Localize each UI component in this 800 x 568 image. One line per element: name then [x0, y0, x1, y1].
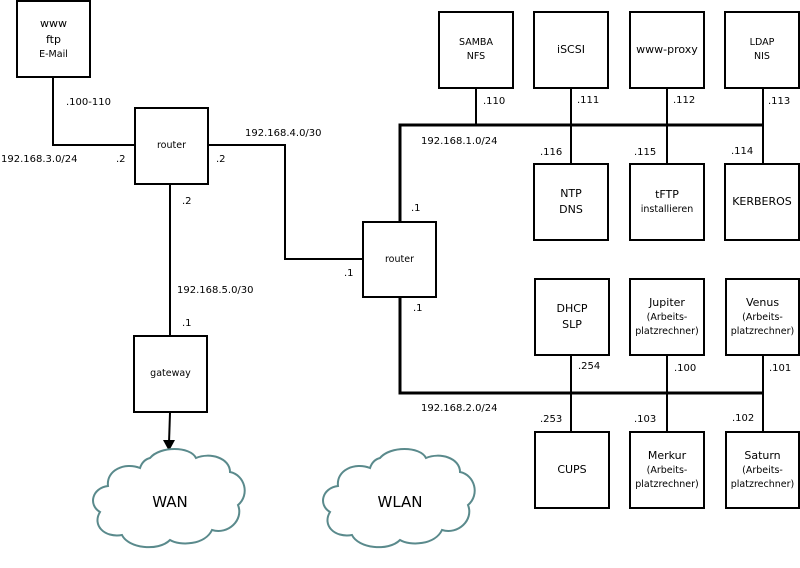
address-router-center-net1: .1 — [411, 203, 421, 214]
address-router-center-net2: .1 — [413, 303, 423, 314]
address-router-center-net4: .1 — [344, 268, 354, 279]
dhcp-node[interactable]: DHCP SLP — [534, 278, 610, 356]
node-line: SLP — [562, 318, 582, 331]
address-router-left-net4: .2 — [216, 154, 226, 165]
saturn-node[interactable]: Saturn (Arbeits- platzrechner) — [725, 431, 800, 509]
node-line: DHCP — [556, 302, 588, 315]
node-line: www-proxy — [636, 43, 698, 56]
venus-node[interactable]: Venus (Arbeits- platzrechner) — [725, 278, 800, 356]
kerberos-node[interactable]: KERBEROS — [724, 163, 800, 241]
wlan-cloud-icon — [322, 448, 476, 549]
address-dmz-range: .100-110 — [66, 97, 111, 108]
link-router-router — [207, 144, 363, 260]
wan-label: WAN — [152, 493, 188, 511]
node-line: CUPS — [557, 463, 587, 476]
node-line: iSCSI — [557, 43, 585, 56]
node-line: platzrechner) — [730, 326, 795, 337]
address-cups: .253 — [540, 414, 563, 425]
node-line: E-Mail — [39, 49, 68, 60]
samba-node[interactable]: SAMBA NFS — [438, 11, 514, 89]
address-venus: .101 — [769, 363, 792, 374]
node-line: www — [40, 17, 67, 30]
wlan-label: WLAN — [377, 493, 423, 511]
merkur-node[interactable]: Merkur (Arbeits- platzrechner) — [629, 431, 705, 509]
address-gateway-net5: .1 — [182, 318, 192, 329]
address-iscsi: .111 — [577, 95, 600, 106]
node-line: KERBEROS — [732, 195, 792, 208]
www-proxy-node[interactable]: www-proxy — [629, 11, 705, 89]
net1-backbone — [398, 123, 764, 222]
node-line: NIS — [754, 51, 770, 62]
ldap-node[interactable]: LDAP NIS — [724, 11, 800, 89]
node-line: (Arbeits- — [742, 312, 783, 323]
dmz-server-node[interactable]: www ftp E-Mail — [16, 0, 91, 78]
router-center-node[interactable]: router — [362, 221, 437, 298]
node-label: router — [384, 253, 414, 265]
wan-cloud-icon — [92, 448, 246, 549]
iscsi-node[interactable]: iSCSI — [533, 11, 609, 89]
address-jupiter: .100 — [674, 363, 697, 374]
net2-backbone — [398, 297, 764, 395]
network-label-net3: 192.168.3.0/24 — [1, 154, 78, 165]
network-label-net5: 192.168.5.0/30 — [177, 285, 254, 296]
address-ldap: .113 — [768, 96, 791, 107]
node-line: tFTP — [655, 188, 679, 201]
address-kerberos: .114 — [731, 146, 754, 157]
cups-node[interactable]: CUPS — [534, 431, 610, 509]
address-samba: .110 — [483, 96, 506, 107]
node-line: platzrechner) — [730, 479, 795, 490]
link-dmz-router — [52, 77, 136, 146]
node-line: Jupiter — [649, 296, 685, 309]
router-left-node[interactable]: router — [134, 107, 209, 185]
address-dhcp: .254 — [578, 361, 601, 372]
jupiter-node[interactable]: Jupiter (Arbeits- platzrechner) — [629, 278, 705, 356]
node-line: DNS — [559, 203, 583, 216]
address-merkur: .103 — [634, 414, 657, 425]
node-line: NTP — [560, 187, 582, 200]
link-gateway-wan — [168, 412, 171, 444]
arrow-head-icon — [163, 440, 175, 451]
node-line: Saturn — [744, 449, 781, 462]
address-router-left-net5: .2 — [182, 196, 192, 207]
node-line: ftp — [46, 33, 61, 46]
address-www-proxy: .112 — [673, 95, 696, 106]
address-router-left-net3: .2 — [116, 154, 126, 165]
ntp-node[interactable]: NTP DNS — [533, 163, 609, 241]
node-label: router — [156, 140, 186, 151]
node-line: installieren — [640, 204, 694, 215]
node-line: platzrechner) — [635, 479, 699, 490]
node-line: Venus — [745, 296, 780, 309]
network-label-net4: 192.168.4.0/30 — [245, 128, 322, 139]
network-label-net1: 192.168.1.0/24 — [421, 136, 498, 147]
node-line: NFS — [466, 51, 486, 62]
node-label: gateway — [150, 368, 191, 379]
node-line: Merkur — [647, 449, 687, 462]
node-line: (Arbeits- — [646, 312, 688, 323]
address-tftp: .115 — [634, 147, 657, 158]
node-line: LDAP — [749, 37, 775, 48]
node-line: platzrechner) — [635, 326, 699, 337]
address-ntp: .116 — [540, 147, 563, 158]
node-line: SAMBA — [459, 37, 493, 48]
node-line: (Arbeits- — [742, 465, 783, 476]
tftp-node[interactable]: tFTP installieren — [629, 163, 705, 241]
network-label-net2: 192.168.2.0/24 — [421, 403, 498, 414]
address-saturn: .102 — [732, 413, 755, 424]
gateway-node[interactable]: gateway — [133, 335, 208, 413]
node-line: (Arbeits- — [646, 465, 688, 476]
